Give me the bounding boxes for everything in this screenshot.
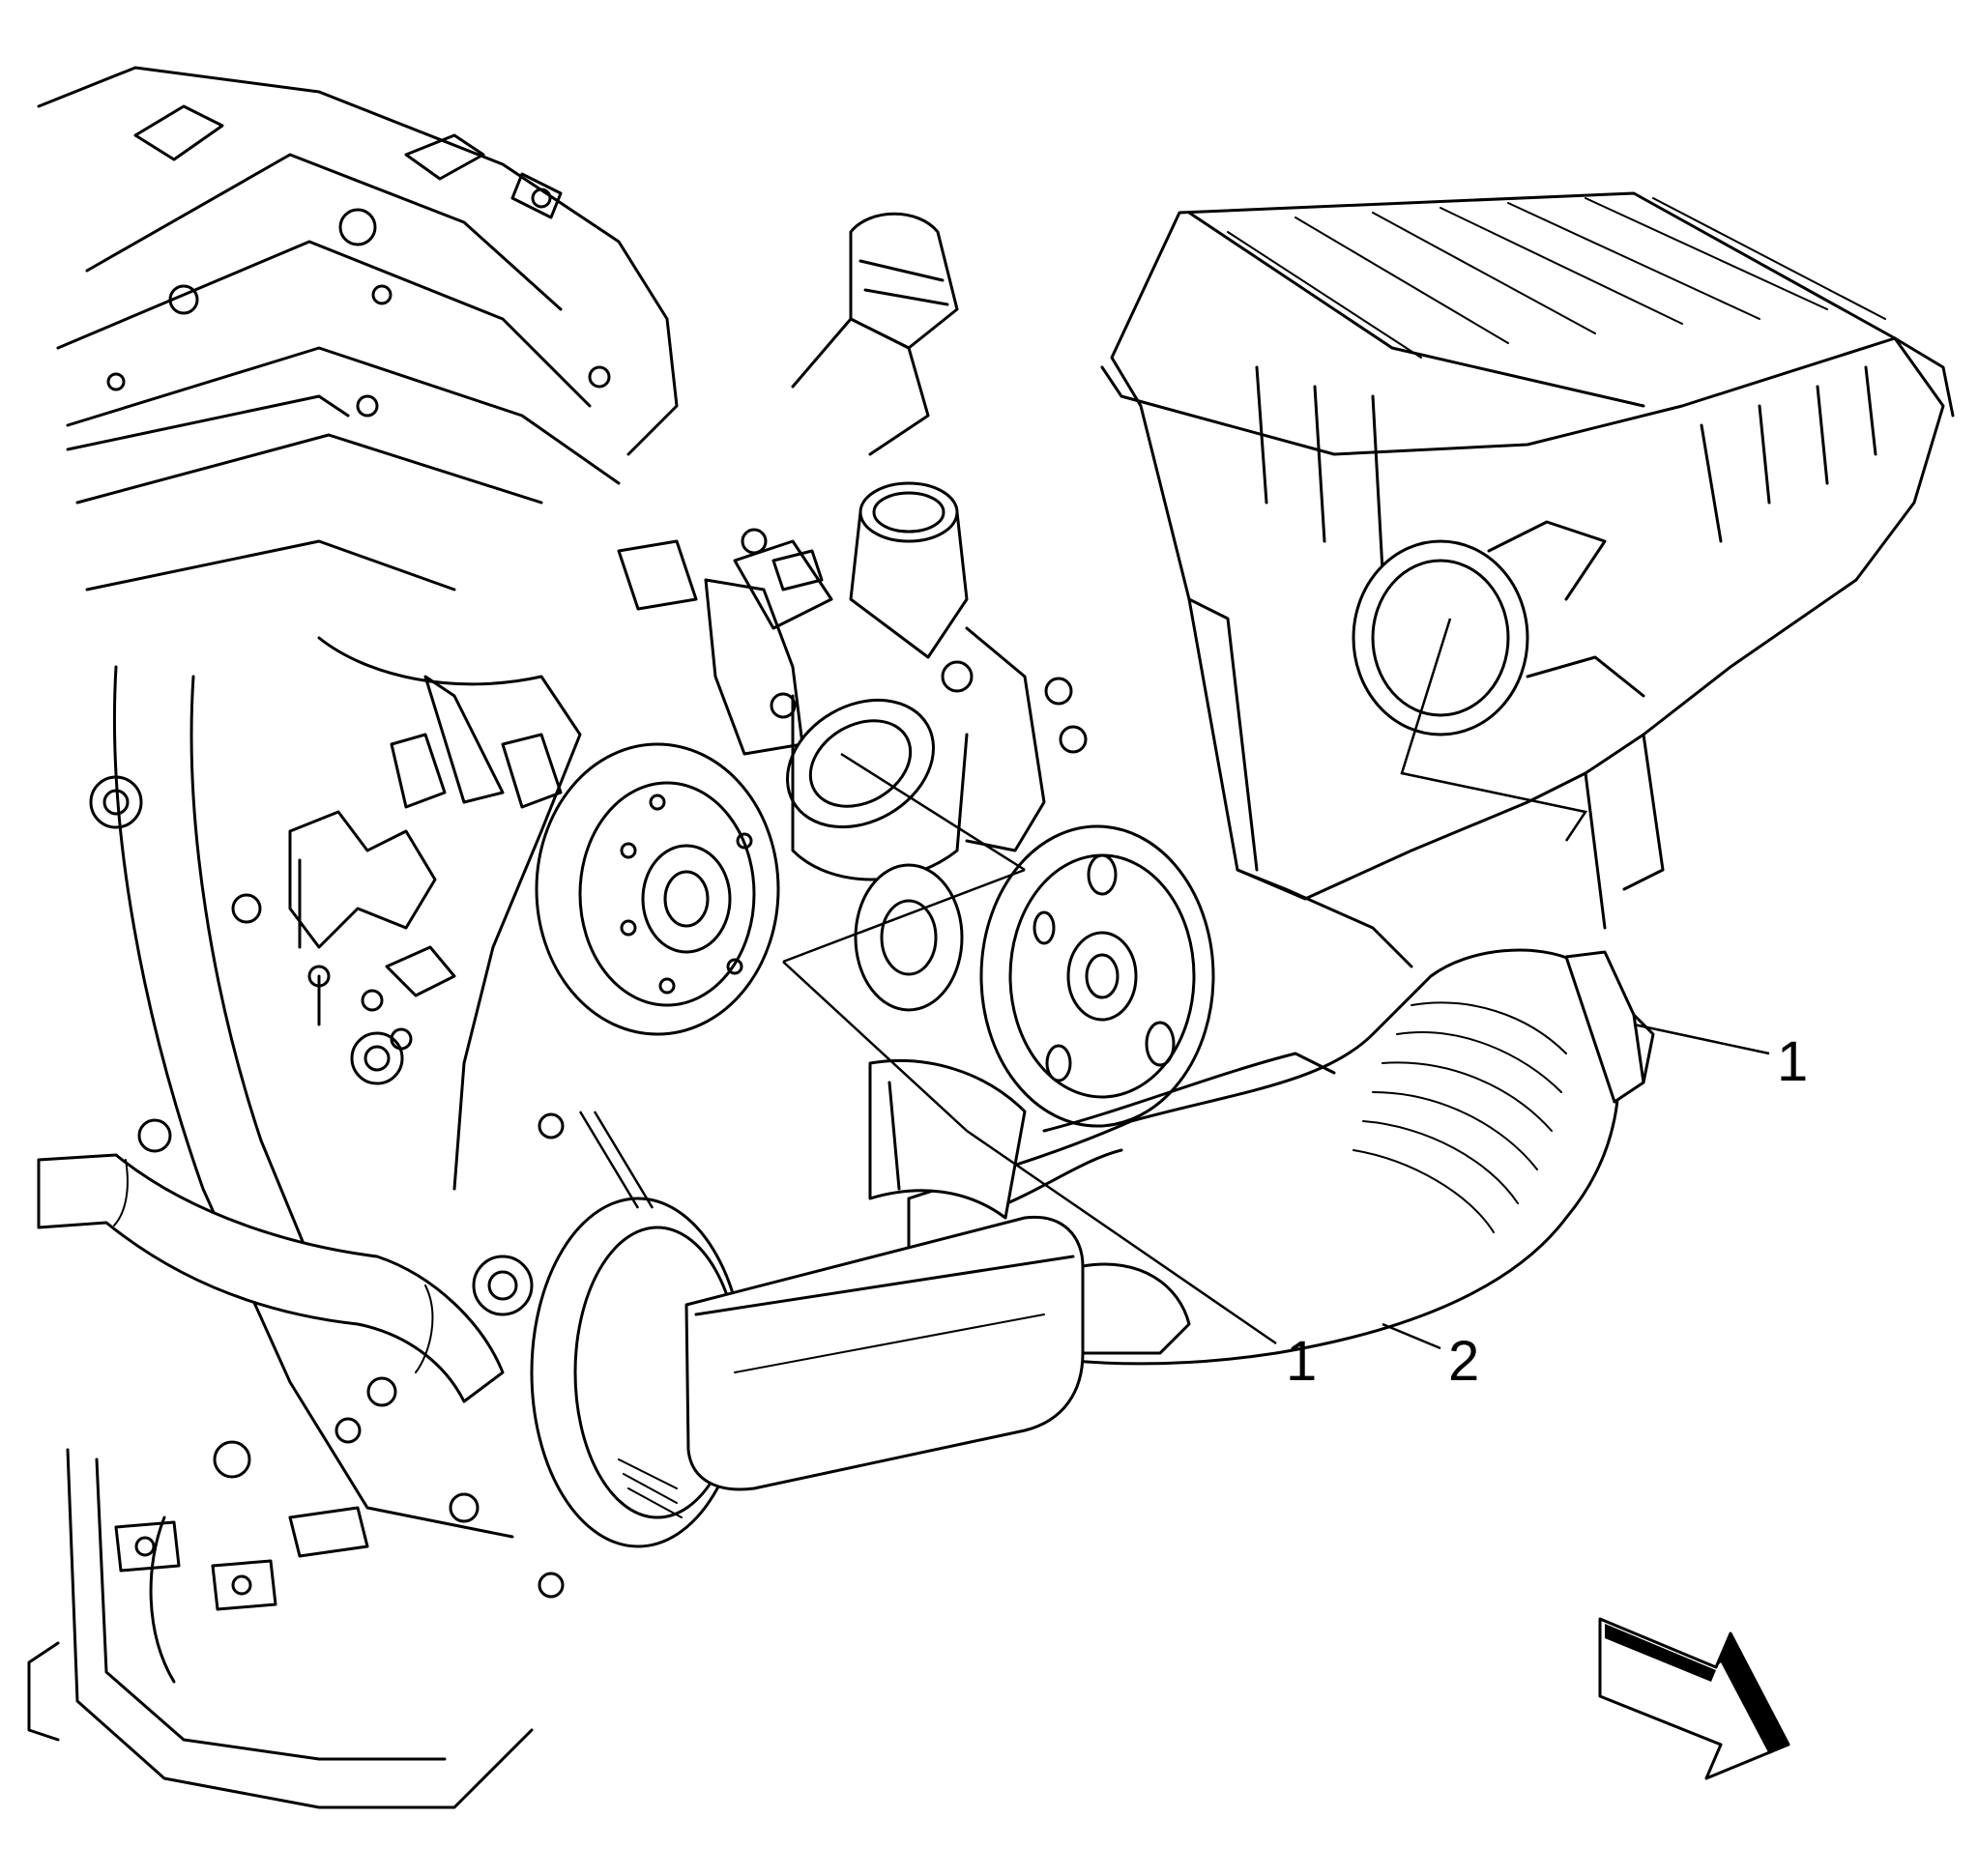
air-cleaner-housing bbox=[1100, 191, 1955, 968]
leader-lines bbox=[578, 618, 1770, 1350]
callout-2-intake-duct: 2 bbox=[1448, 1330, 1480, 1393]
view-direction-arrow-icon bbox=[1598, 1617, 1790, 1780]
engine-block bbox=[27, 66, 679, 1809]
callout-1-left-clamp: 1 bbox=[1286, 1330, 1318, 1393]
callout-1-right-clamp: 1 bbox=[1777, 1030, 1809, 1093]
air-intake-duct bbox=[684, 948, 1655, 1491]
throttle-body-assembly bbox=[617, 212, 1088, 881]
